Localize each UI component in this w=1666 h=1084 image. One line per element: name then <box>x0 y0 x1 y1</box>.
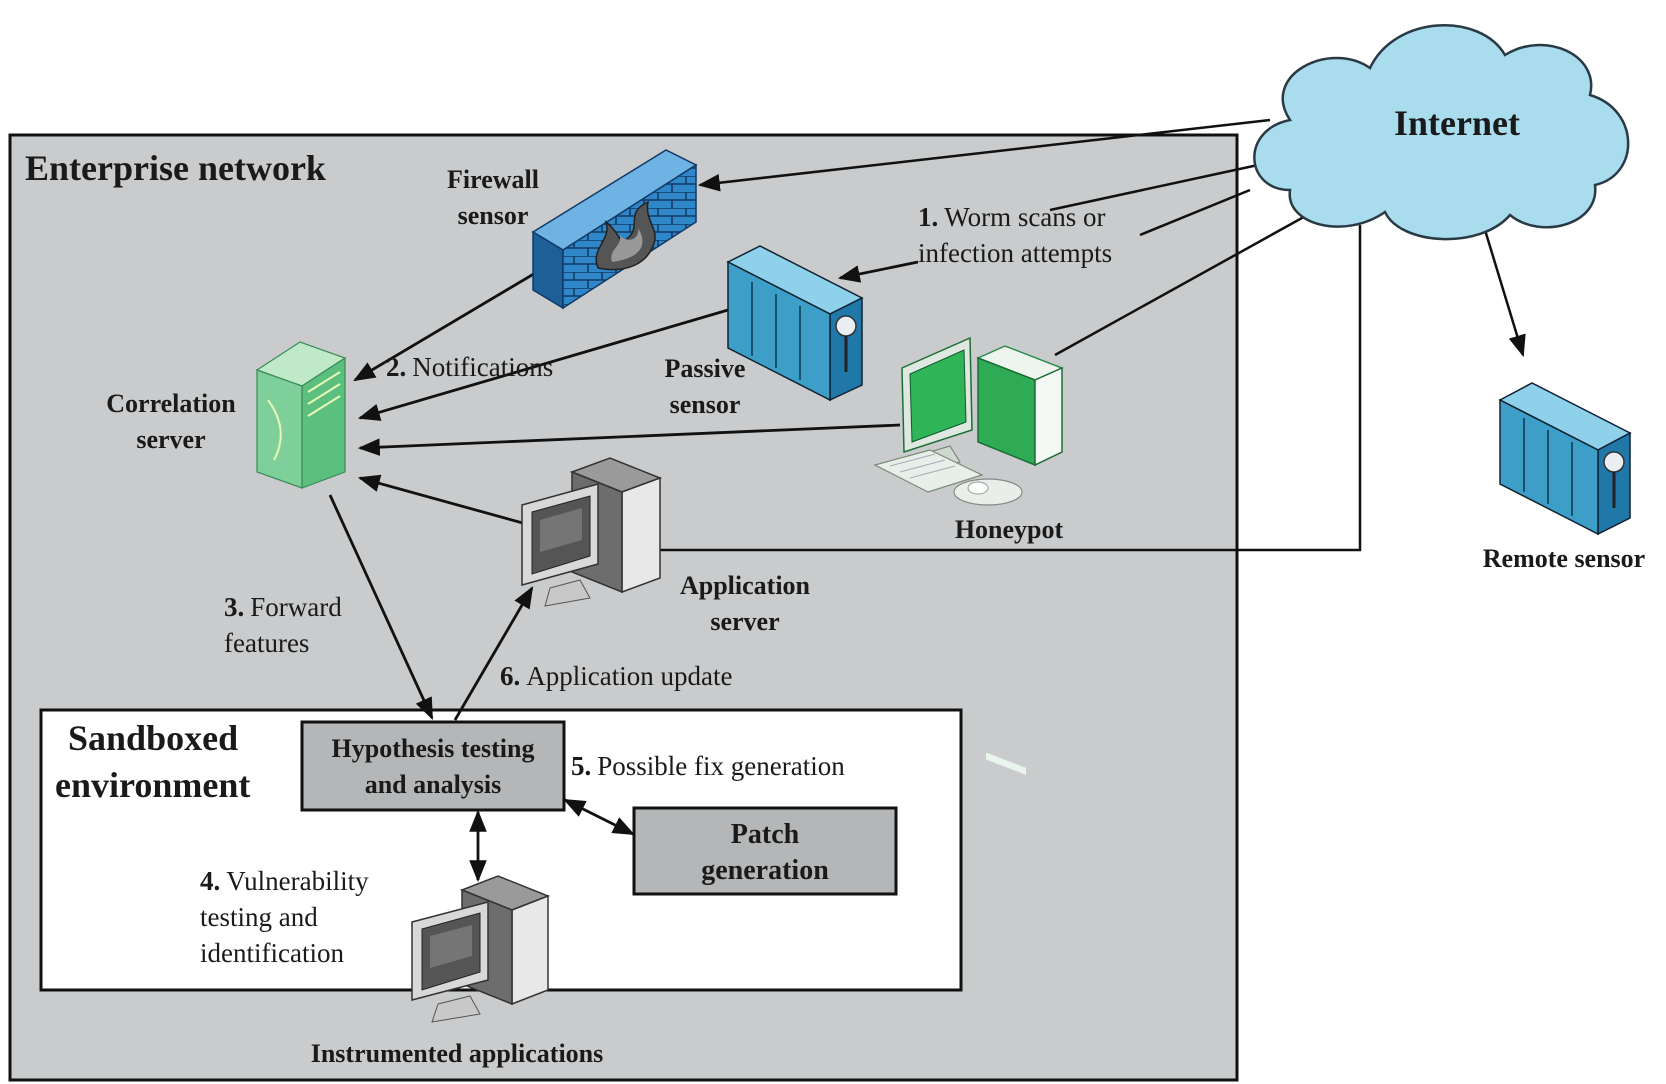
passive-server-icon <box>726 245 864 402</box>
step-4-text-line2: testing and <box>200 902 318 932</box>
step-5-number: 5. <box>571 751 591 781</box>
step-4-text-line1: Vulnerability <box>226 866 369 896</box>
step-2-number: 2. <box>386 352 406 382</box>
correlation-server-icon <box>255 341 347 489</box>
instrumented-computer-icon <box>411 875 551 1023</box>
svg-text:6.Application update: 6.Application update <box>500 661 732 691</box>
application-server-label-line1: Application <box>680 571 811 600</box>
remote-sensor-label: Remote sensor <box>1483 544 1645 573</box>
instrumented-applications-label: Instrumented applications <box>311 1039 604 1068</box>
svg-text:5.Possible fix generation: 5.Possible fix generation <box>571 751 845 781</box>
step-1-text-line2: infection attempts <box>918 238 1112 268</box>
step-4-text-line3: identification <box>200 938 344 968</box>
sandbox-title-line1: Sandboxed <box>68 718 238 758</box>
application-server-label-line2: server <box>710 607 779 636</box>
correlation-server-label-line1: Correlation <box>106 389 236 418</box>
step-4-label: 4.Vulnerability testing and identificati… <box>200 866 369 968</box>
passive-sensor-label-line1: Passive <box>665 354 746 383</box>
hypothesis-label-line2: and analysis <box>365 770 502 799</box>
step-6-number: 6. <box>500 661 520 691</box>
step-3-label: 3.Forward features <box>224 592 342 658</box>
sandbox-title-line2: environment <box>55 765 250 805</box>
honeypot-label: Honeypot <box>955 515 1064 544</box>
step-6-text: Application update <box>526 661 732 691</box>
svg-text:3.Forward: 3.Forward <box>224 592 342 622</box>
application-server-icon <box>521 457 663 607</box>
patch-label-line2: generation <box>701 855 829 886</box>
step-3-text-line1: Forward <box>250 592 342 622</box>
svg-text:4.Vulnerability: 4.Vulnerability <box>200 866 369 896</box>
svg-text:1.Worm scans or: 1.Worm scans or <box>918 202 1106 232</box>
internet-label: Internet <box>1394 103 1520 143</box>
step-3-text-line2: features <box>224 628 309 658</box>
firewall-label-line1: Firewall <box>447 165 539 194</box>
patch-label-line1: Patch <box>731 819 800 850</box>
svg-text:2.Notifications: 2.Notifications <box>386 352 553 382</box>
step-5-label: 5.Possible fix generation <box>571 751 845 781</box>
step-6-label: 6.Application update <box>500 661 732 691</box>
cloud-icon <box>1253 24 1630 241</box>
step-2-label: 2.Notifications <box>386 352 553 382</box>
enterprise-network-title: Enterprise network <box>25 148 326 188</box>
firewall-icon <box>531 149 698 310</box>
step-2-text: Notifications <box>412 352 553 382</box>
step-4-number: 4. <box>200 866 220 896</box>
step-3-number: 3. <box>224 592 244 622</box>
internet-links <box>650 118 1526 552</box>
remote-server-icon <box>1498 382 1632 536</box>
flow-arrows <box>328 260 919 883</box>
hypothesis-label-line1: Hypothesis testing <box>332 734 535 763</box>
step-1-label: 1.Worm scans or infection attempts <box>918 202 1112 268</box>
passive-sensor-label-line2: sensor <box>670 390 741 419</box>
patch-generation-box <box>632 806 898 896</box>
step-5-text: Possible fix generation <box>597 751 845 781</box>
honeypot-computer-icon <box>873 336 1064 775</box>
hypothesis-box <box>300 720 566 812</box>
firewall-label-line2: sensor <box>458 201 529 230</box>
step-1-text-line1: Worm scans or <box>944 202 1105 232</box>
correlation-server-label-line2: server <box>136 425 205 454</box>
step-1-number: 1. <box>918 202 938 232</box>
